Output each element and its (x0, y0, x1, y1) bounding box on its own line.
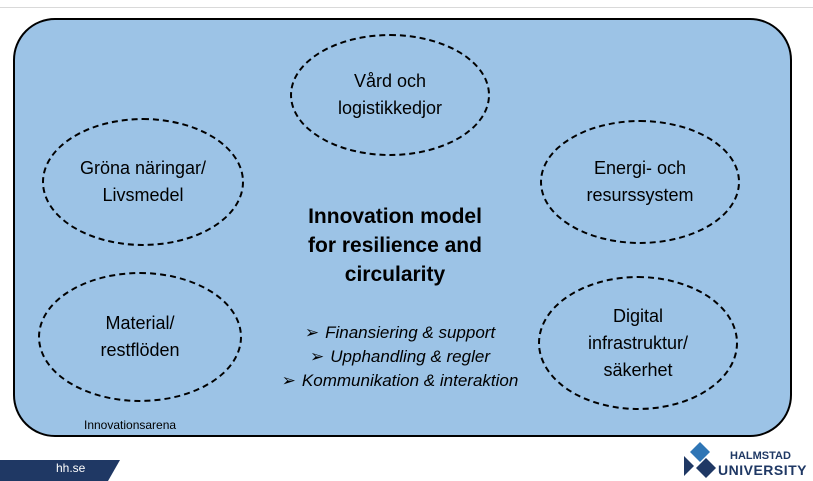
arrow-bullet-icon: ➢ (281, 371, 296, 390)
center-title: Innovation model for resilience and circ… (308, 205, 482, 286)
logo-text-halmstad: HALMSTAD (730, 450, 791, 462)
top-divider (0, 7, 813, 8)
bullet-item: ➢ Kommunikation & interaktion (250, 369, 550, 393)
area-label: Gröna näringar/ Livsmedel (79, 158, 207, 205)
arena-label: Innovationsarena (84, 418, 177, 432)
website-link[interactable]: hh.se (56, 461, 86, 475)
arrow-bullet-icon: ➢ (310, 347, 325, 366)
bullet-item: ➢ Upphandling & regler (250, 345, 550, 369)
area-label: Vård och logistikkedjor (337, 71, 443, 118)
area-label: Energi- och resurssystem (586, 158, 694, 205)
area-energi-resurs: Energi- och resurssystem (540, 120, 740, 244)
area-digital-infrastruktur: Digital infrastruktur/ säkerhet (538, 276, 738, 410)
area-vard-logistik: Vård och logistikkedjor (290, 34, 490, 156)
footer-bar (0, 460, 120, 481)
bullet-text: Finansiering & support (325, 323, 496, 342)
bullet-text: Upphandling & regler (330, 347, 490, 366)
area-grona-naringar: Gröna näringar/ Livsmedel (42, 118, 244, 246)
area-label: Material/ restflöden (100, 313, 180, 360)
bullet-list: ➢Finansiering & support ➢Upphandling & r… (250, 321, 550, 393)
university-logo-icon (684, 442, 716, 478)
logo-text-university: UNIVERSITY (718, 462, 808, 478)
area-label: Digital infrastruktur/ säkerhet (587, 305, 689, 380)
area-material-restfloden: Material/ restflöden (38, 272, 242, 402)
bullet-item: ➢ Finansiering & support (250, 321, 550, 345)
bullet-text: Kommunikation & interaktion (301, 371, 519, 390)
arrow-bullet-icon: ➢ (304, 323, 320, 342)
